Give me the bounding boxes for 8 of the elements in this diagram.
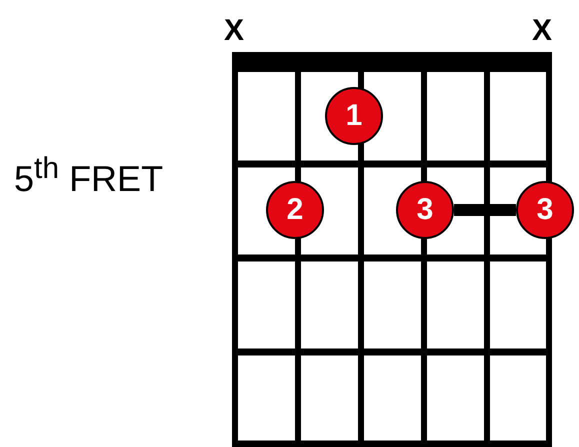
muted-string-mark: X	[224, 14, 244, 48]
muted-string-mark: X	[532, 14, 552, 48]
barre-line	[454, 204, 516, 216]
fret-position-label: 5$^{th}$ FRET	[14, 152, 164, 200]
finger-dot: 3	[396, 181, 454, 239]
finger-dot: 1	[325, 87, 383, 145]
finger-dot: 2	[266, 181, 324, 239]
finger-dot: 3	[516, 181, 574, 239]
